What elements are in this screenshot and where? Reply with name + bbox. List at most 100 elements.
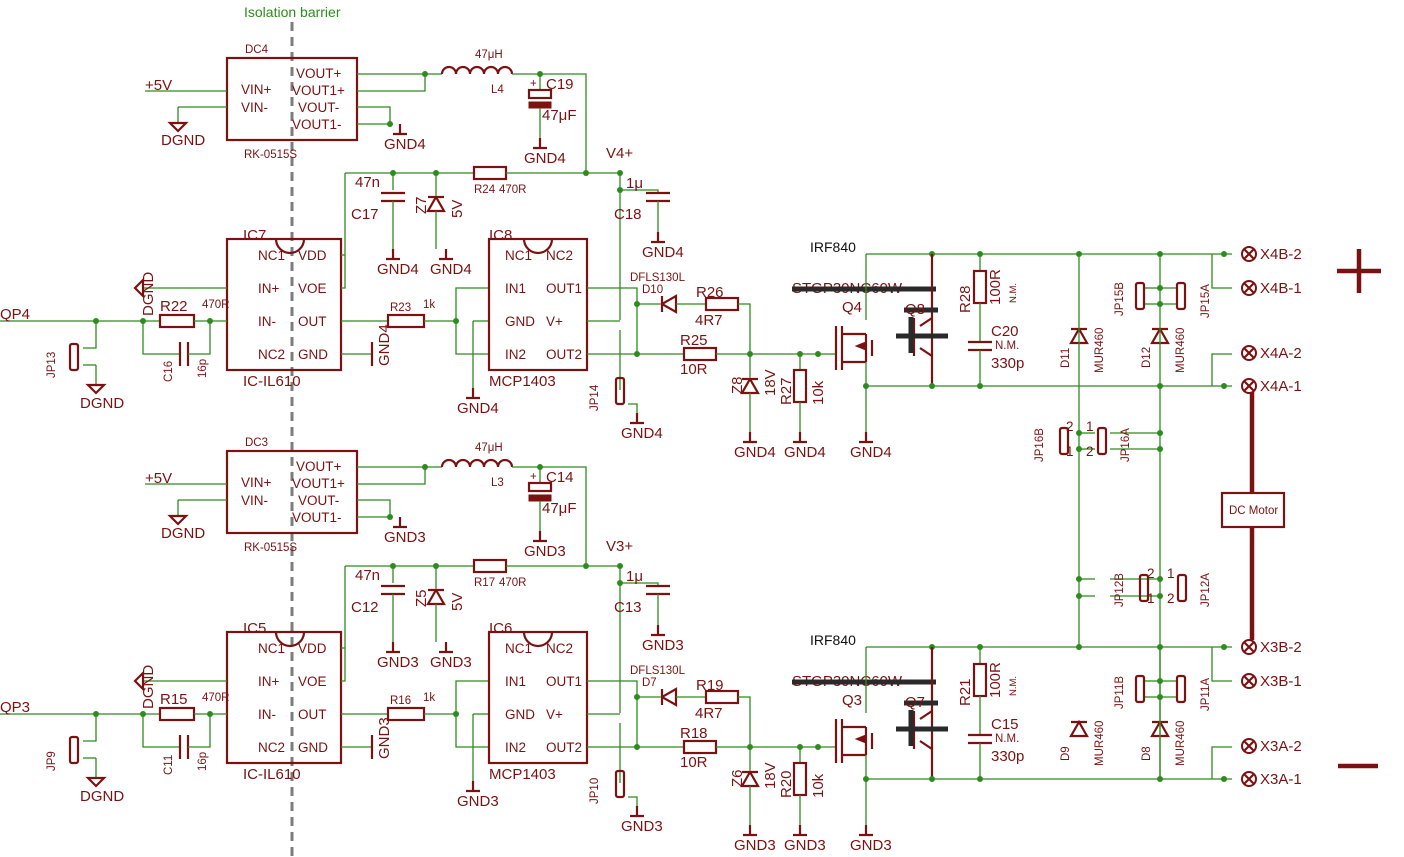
- isolator-pin-right-1: VOE: [298, 674, 327, 689]
- connector-x4a-2-label: X4A-2: [1260, 345, 1302, 362]
- driver-pin-left-3: IN2: [505, 740, 526, 755]
- gnd-zener-g-symbol: [743, 825, 757, 837]
- c-in-wire: [142, 321, 180, 355]
- h-bridge-output: JP16B JP16A 2 1 1 2 JP12B JP12A 2 1 1 2: [1034, 249, 1381, 780]
- connector-x4b-1-label: X4B-1: [1260, 280, 1302, 297]
- rail-wire: [512, 73, 587, 173]
- gnd-dcdc-label: GND3: [384, 529, 426, 546]
- jp12a-pin2: 2: [1167, 591, 1175, 606]
- diode-l-name: D11: [1060, 348, 1072, 368]
- channel-top: DC4RK-0515SVIN+VIN-VOUT+VOUT1+VOUT-VOUT1…: [0, 44, 1302, 461]
- capacitor-c13: [646, 584, 670, 596]
- jp-g-label: JP14: [589, 384, 601, 411]
- res-in-value: 470R: [202, 692, 230, 704]
- dcdc-pin-vout-plus: VOUT+: [296, 66, 342, 81]
- jp16b-pin2: 2: [1066, 419, 1074, 434]
- voe-wire: [341, 255, 346, 289]
- jumper-jp16a[interactable]: [1096, 426, 1108, 456]
- jp-b-label: JP15B: [1114, 282, 1126, 316]
- cap-in-top: [527, 481, 553, 493]
- gnd-zener-g-symbol: [743, 432, 757, 444]
- mosfet-arrow: [854, 734, 867, 744]
- gnd-zener-a-symbol: [439, 642, 453, 654]
- diode-r-name: D8: [1141, 746, 1153, 761]
- cap-in-plus: +: [530, 78, 537, 90]
- driver-name: IC8: [489, 227, 512, 244]
- dcdc-pin-vin-plus: VIN+: [241, 475, 272, 490]
- res-a-name: R17: [474, 577, 495, 589]
- dc-motor-label: DC Motor: [1229, 505, 1278, 517]
- cap-in-value: 47μF: [542, 500, 577, 517]
- jp12b-pin2: 2: [1147, 566, 1155, 581]
- cap-in-small-name: C11: [163, 755, 175, 775]
- dgnd-label: DGND: [161, 132, 205, 149]
- jumper-jp12a[interactable]: [1176, 573, 1188, 603]
- out1-wire: [587, 287, 638, 354]
- connector-x4a-1-label: X4A-1: [1260, 378, 1302, 395]
- res-g1-value: 4R7: [695, 312, 723, 329]
- gnd-zener-a-label: GND4: [430, 261, 472, 278]
- dgnd-in-label: DGND: [140, 665, 157, 709]
- res-a-value: 470R: [499, 184, 527, 196]
- res-snub-name: R21: [957, 678, 974, 706]
- gnd-jp-g-label: GND3: [621, 818, 663, 835]
- res-snub-name: R28: [957, 285, 974, 313]
- driver-pin-right-0: NC2: [546, 248, 573, 263]
- dcdc-pin-vout1-plus: VOUT1+: [292, 476, 345, 491]
- gnd-zener-a-label: GND3: [430, 654, 472, 671]
- resistor-r18: [682, 739, 718, 755]
- gnd-dcdc-label: GND4: [384, 136, 426, 153]
- res-g1-name: R19: [696, 677, 724, 694]
- gnd-drv-label: GND4: [457, 400, 499, 417]
- isolator-pin-right-3: GND: [298, 347, 328, 362]
- connector-x4a-2-mark: [1243, 347, 1255, 359]
- capacitor-c20: [968, 340, 992, 352]
- inductor-value: 47μH: [475, 442, 503, 454]
- dgnd-jp-label: DGND: [80, 788, 124, 805]
- c-in-wire2: [188, 714, 211, 748]
- cap-a-value: 47n: [355, 174, 380, 191]
- cap-in-top: [527, 88, 553, 100]
- cap-in-small-value: 16p: [197, 359, 209, 378]
- gnd-cap-b-label: GND4: [642, 244, 684, 261]
- jumper-jp16b[interactable]: [1058, 426, 1070, 456]
- res-snub-value: 100R: [987, 269, 1004, 305]
- isolator-pin-left-1: IN+: [258, 674, 280, 689]
- gnd-cap-in-label: GND3: [524, 543, 566, 560]
- resistor-r22: [158, 313, 196, 329]
- cap-in-plus: +: [530, 471, 537, 483]
- jp16a-pin2: 2: [1086, 444, 1094, 459]
- dcdc-pin-vout-minus: VOUT-: [298, 100, 339, 115]
- jumper-jp12b[interactable]: [1138, 573, 1150, 603]
- gnd-drv-label: GND3: [457, 793, 499, 810]
- res-pd-value: 10k: [810, 380, 827, 405]
- cap-b-value: 1μ: [626, 568, 643, 585]
- gnd-fet-label: GND3: [850, 837, 892, 854]
- gnd-iso-label: GND3: [376, 717, 393, 759]
- res-in-name: R22: [160, 298, 188, 315]
- jp-g-gnd: [628, 796, 638, 806]
- gnd-cap-in-label: GND4: [524, 150, 566, 167]
- isolator-pin-left-0: NC1: [258, 248, 285, 263]
- jp-in-label: JP13: [46, 352, 58, 378]
- driver-pin-right-1: OUT1: [546, 281, 582, 296]
- res-g2-value: 10R: [680, 754, 708, 771]
- diode-r-part: MUR460: [1175, 721, 1187, 766]
- rail-wire: [512, 466, 587, 566]
- mosfet-body: [864, 334, 874, 362]
- fet-type-label: IRF840: [810, 632, 856, 648]
- vout-minus-wire: [357, 106, 391, 124]
- isolator-pin-right-1: VOE: [298, 281, 327, 296]
- jp16a-pin1: 1: [1086, 419, 1094, 434]
- jumper-mid-bottom-pair: JP12B JP12A 2 1 1 2: [1076, 566, 1212, 607]
- jumper-jp11a: [1175, 674, 1187, 704]
- junction-dot: [1221, 251, 1227, 257]
- junction-dot: [453, 318, 459, 324]
- junction-dot: [387, 514, 393, 520]
- transistor-q7: [912, 647, 934, 779]
- res-pd-name: R20: [778, 770, 795, 798]
- jp-a-label: JP15A: [1200, 284, 1212, 318]
- junction-dot: [1221, 644, 1227, 650]
- dcdc-pin-vin-minus: VIN-: [241, 100, 268, 115]
- driver-notch: [522, 238, 554, 255]
